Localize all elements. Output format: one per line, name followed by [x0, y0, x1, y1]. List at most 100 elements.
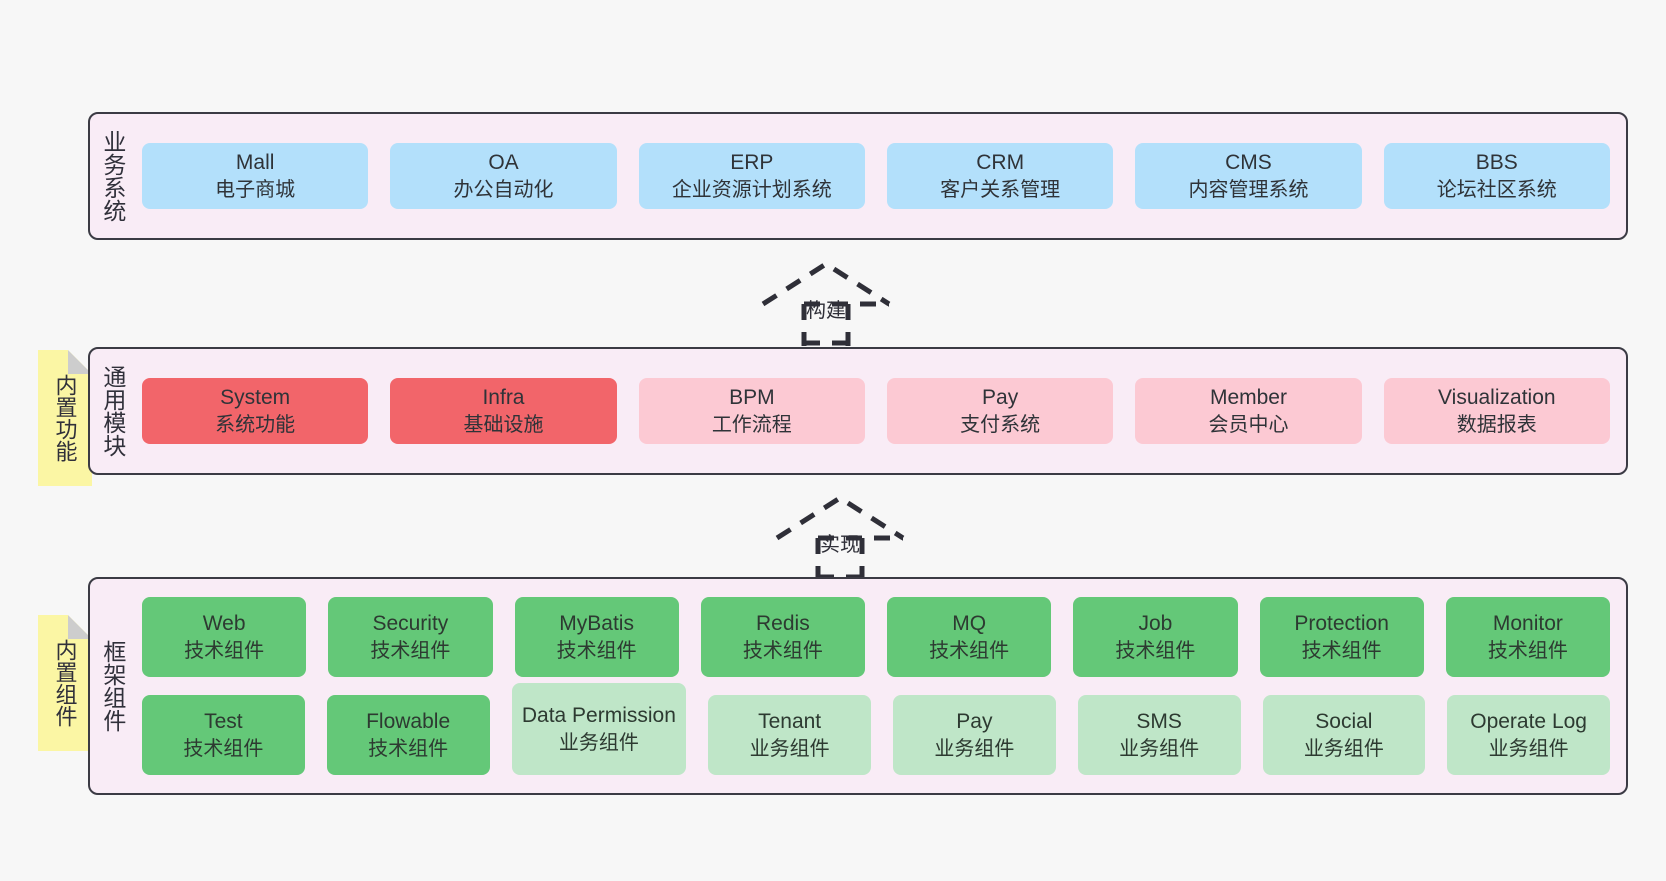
module-card-social[interactable]: Social 业务组件: [1262, 695, 1426, 775]
module-subtitle: 支付系统: [960, 413, 1041, 436]
module-name: Tenant: [758, 710, 822, 734]
module-name: OA: [488, 151, 519, 175]
band-body-business-system: Mall 电子商城 OA 办公自动化 ERP 企业资源计划系统 CRM 客户关系…: [134, 114, 1626, 238]
module-name: Data Permission: [521, 704, 676, 728]
module-subtitle: 技术组件: [1115, 639, 1196, 662]
module-name: Visualization: [1438, 386, 1556, 410]
module-card-bpm[interactable]: BPM 工作流程: [638, 378, 865, 444]
module-name: Redis: [756, 612, 810, 636]
module-card-security[interactable]: Security 技术组件: [328, 597, 493, 677]
module-card-cms[interactable]: CMS 内容管理系统: [1135, 143, 1362, 209]
module-card-erp[interactable]: ERP 企业资源计划系统: [638, 143, 865, 209]
dashed-generalization-arrow-icon: [761, 261, 891, 346]
module-subtitle: 技术组件: [184, 639, 265, 662]
module-card-job[interactable]: Job 技术组件: [1073, 597, 1238, 677]
module-card-mybatis[interactable]: MyBatis 技术组件: [514, 597, 679, 677]
band-title-framework-component: 框架组件: [99, 640, 126, 732]
module-name: Monitor: [1492, 612, 1563, 636]
module-card-protection[interactable]: Protection 技术组件: [1259, 597, 1424, 677]
module-card-mall[interactable]: Mall 电子商城: [142, 143, 369, 209]
module-card-bbs[interactable]: BBS 论坛社区系统: [1383, 143, 1610, 209]
connector-label-implement: 实现: [820, 534, 860, 556]
card-row: Test 技术组件 Flowable 技术组件 Data Permission …: [142, 683, 1610, 775]
connector-label-build: 构建: [806, 300, 846, 322]
module-name: Pay: [982, 386, 1019, 410]
module-card-pay-business[interactable]: Pay 业务组件: [893, 695, 1056, 775]
module-card-pay[interactable]: Pay 支付系统: [886, 378, 1114, 444]
module-subtitle: 工作流程: [711, 413, 792, 436]
note-label: 内置功能: [52, 374, 78, 462]
module-card-member[interactable]: Member 会员中心: [1135, 378, 1362, 444]
module-subtitle: 技术组件: [183, 737, 264, 760]
module-subtitle: 论坛社区系统: [1436, 178, 1557, 201]
module-subtitle: 数据报表: [1456, 413, 1537, 436]
module-name: Mall: [235, 151, 275, 175]
module-subtitle: 客户关系管理: [940, 178, 1061, 201]
module-card-system[interactable]: System 系统功能: [142, 378, 369, 444]
module-card-mq[interactable]: MQ 技术组件: [887, 597, 1052, 677]
module-name: Test: [204, 710, 243, 734]
module-name: Pay: [956, 710, 993, 734]
module-card-monitor[interactable]: Monitor 技术组件: [1445, 597, 1610, 677]
connector-implement: 实现: [774, 492, 914, 580]
module-subtitle: 技术组件: [1301, 639, 1382, 662]
module-subtitle: 业务组件: [934, 737, 1015, 760]
module-subtitle: 技术组件: [370, 639, 451, 662]
band-body-common-module: System 系统功能 Infra 基础设施 BPM 工作流程 Pay 支付系统…: [134, 349, 1626, 473]
module-card-crm[interactable]: CRM 客户关系管理: [886, 143, 1114, 209]
module-subtitle: 技术组件: [556, 639, 637, 662]
module-card-data-permission[interactable]: Data Permission 业务组件: [511, 683, 687, 775]
module-subtitle: 系统功能: [215, 413, 296, 436]
module-subtitle: 会员中心: [1208, 413, 1289, 436]
band-business-system: 业务系统 Mall 电子商城 OA 办公自动化 ERP 企业资源计划系统 CRM…: [88, 112, 1628, 240]
band-framework-component: 框架组件 Web 技术组件 Security 技术组件 MyBatis 技术组件…: [88, 577, 1628, 795]
card-row: System 系统功能 Infra 基础设施 BPM 工作流程 Pay 支付系统…: [142, 378, 1610, 444]
module-subtitle: 技术组件: [929, 639, 1010, 662]
module-name: Protection: [1294, 612, 1389, 636]
module-subtitle: 业务组件: [558, 731, 639, 754]
card-row: Web 技术组件 Security 技术组件 MyBatis 技术组件 Redi…: [142, 597, 1610, 677]
module-name: MQ: [952, 612, 987, 636]
band-body-framework-component: Web 技术组件 Security 技术组件 MyBatis 技术组件 Redi…: [134, 579, 1626, 793]
module-card-redis[interactable]: Redis 技术组件: [700, 597, 865, 677]
module-card-sms[interactable]: SMS 业务组件: [1077, 695, 1241, 775]
note-builtin-function: 内置功能: [38, 350, 92, 486]
module-subtitle: 技术组件: [742, 639, 823, 662]
module-name: Operate Log: [1470, 710, 1587, 734]
module-card-oa[interactable]: OA 办公自动化: [390, 143, 617, 209]
module-name: ERP: [730, 151, 774, 175]
band-common-module: 通用模块 System 系统功能 Infra 基础设施 BPM 工作流程 Pay…: [88, 347, 1628, 475]
module-name: Job: [1138, 612, 1173, 636]
module-card-infra[interactable]: Infra 基础设施: [390, 378, 617, 444]
module-name: Member: [1209, 386, 1287, 410]
module-name: Infra: [482, 386, 525, 410]
module-card-visualization[interactable]: Visualization 数据报表: [1383, 378, 1610, 444]
module-card-flowable[interactable]: Flowable 技术组件: [326, 695, 490, 775]
module-subtitle: 业务组件: [749, 737, 830, 760]
note-label: 内置组件: [52, 639, 78, 727]
module-subtitle: 业务组件: [1119, 737, 1200, 760]
module-name: BBS: [1475, 151, 1518, 175]
module-subtitle: 办公自动化: [453, 178, 554, 201]
module-name: MyBatis: [559, 612, 634, 636]
module-name: Social: [1315, 710, 1373, 734]
module-name: BPM: [729, 386, 775, 410]
module-name: Security: [372, 612, 449, 636]
module-name: Web: [202, 612, 246, 636]
module-card-tenant[interactable]: Tenant 业务组件: [708, 695, 871, 775]
module-card-web[interactable]: Web 技术组件: [142, 597, 307, 677]
module-subtitle: 企业资源计划系统: [671, 178, 832, 201]
module-subtitle: 基础设施: [463, 413, 544, 436]
module-subtitle: 技术组件: [368, 737, 449, 760]
module-subtitle: 技术组件: [1487, 639, 1568, 662]
module-card-operate-log[interactable]: Operate Log 业务组件: [1447, 695, 1610, 775]
module-card-test[interactable]: Test 技术组件: [142, 695, 305, 775]
module-subtitle: 电子商城: [215, 178, 296, 201]
module-name: Flowable: [366, 710, 451, 734]
module-subtitle: 业务组件: [1303, 737, 1384, 760]
module-subtitle: 业务组件: [1488, 737, 1569, 760]
module-subtitle: 内容管理系统: [1188, 178, 1309, 201]
module-name: SMS: [1136, 710, 1182, 734]
module-name: System: [220, 386, 291, 410]
